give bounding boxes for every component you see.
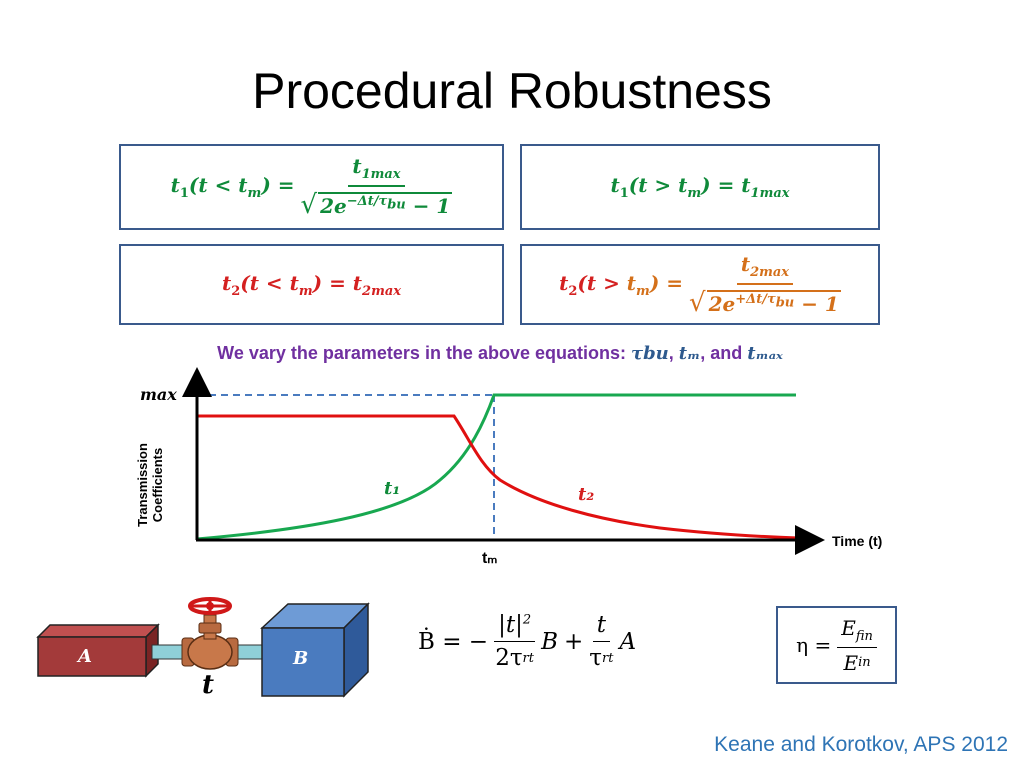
valve-stem [203,614,217,640]
x-axis-label: Time (t) [832,533,883,549]
pipe-left [151,644,198,660]
t2-series-label: t₂ [578,484,595,505]
box-a-side [145,623,159,678]
equation-box-t1-before: t1(t < tm) = t1max √2e−Δt/τbu − 1 [119,144,504,230]
valve-flange-right [225,637,239,667]
y-axis-label: Transmission Coefficients [135,443,165,527]
box-a-top [36,624,160,638]
citation: Keane and Korotkov, APS 2012 [714,733,1008,756]
valve-handle-icon [188,597,232,615]
y-max-label: max [140,385,177,404]
equation-t2-after: t2(t > tm) = t2max √2e+Δt/τbu − 1 [559,251,841,318]
valve-t-label: t [202,670,215,700]
equation-box-t2-after: t2(t > tm) = t2max √2e+Δt/τbu − 1 [520,244,880,325]
box-a-front [37,636,147,677]
t1-series-label: t₁ [384,478,401,499]
pipe-right [232,644,266,660]
equation-t1-after: t1(t > tm) = t1max [610,173,790,201]
parameter-note: We vary the parameters in the above equa… [217,343,783,364]
valve-bonnet [198,622,222,634]
t2-curve [197,414,799,540]
parameter-note-text: We vary the parameters in the above equa… [217,343,626,363]
param-tm: tₘ [678,343,701,364]
page-title: Procedural Robustness [252,63,772,119]
equation-box-t2-before: t2(t < tm) = t2max [119,244,504,325]
valve-flange-left [181,637,195,667]
param-and: and [710,343,743,363]
box-b-top [260,603,370,629]
param-tau-bu: τbu [630,343,669,364]
box-a-label: A [78,646,92,667]
equation-t2-before: t2(t < tm) = t2max [221,270,402,299]
box-b-label: B [293,648,309,669]
t1-curve [196,393,796,541]
box-b-side [343,602,369,698]
equation-box-t1-after: t1(t > tm) = t1max [520,144,880,230]
param-tmax: tₘₐₓ [747,343,783,364]
valve-body [187,634,233,670]
tm-tick-label: tₘ [482,550,498,567]
equation-t1-before: t1(t < tm) = t1max √2e−Δt/τbu − 1 [170,154,453,220]
